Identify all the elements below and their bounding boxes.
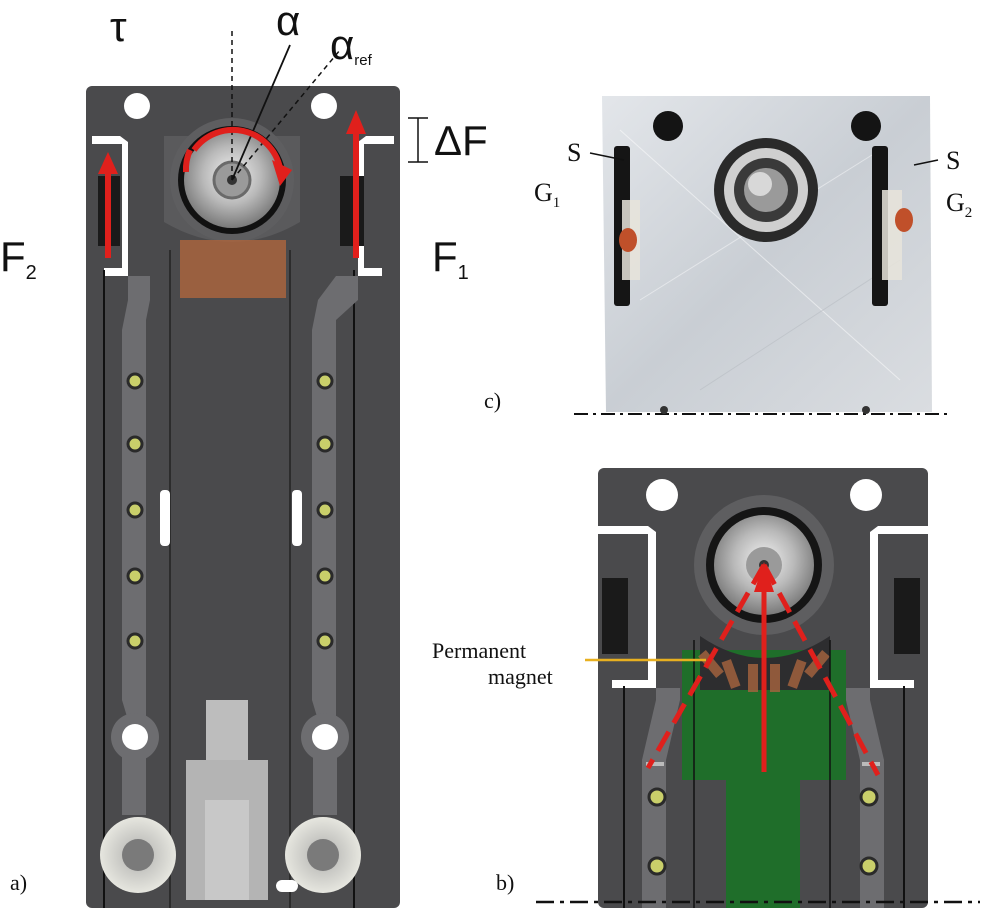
arm-hole — [312, 724, 338, 750]
panel-b-frame — [536, 468, 980, 908]
mount-hole — [851, 111, 881, 141]
screw — [126, 501, 144, 519]
gauge-2-top-label: S — [946, 146, 961, 175]
gauge-1-label: G1 — [534, 178, 561, 211]
magnet-label-line2: magnet — [488, 664, 553, 689]
arm-screws — [126, 372, 334, 650]
screw — [316, 372, 334, 390]
load-cell-1 — [894, 578, 920, 654]
magnet-label-line1: Permanent — [432, 638, 527, 663]
screw — [316, 567, 334, 585]
mount-hole — [124, 93, 150, 119]
arm-screws — [647, 787, 879, 876]
screw — [126, 372, 144, 390]
torque-label: τ — [110, 3, 127, 50]
mount-hole — [653, 111, 683, 141]
panel-b-label: b) — [496, 870, 515, 895]
panel-a-label: a) — [10, 870, 28, 895]
angle-label: α — [276, 0, 301, 44]
panel-c-photo — [574, 96, 950, 415]
arm-hole — [122, 724, 148, 750]
force-arrows — [98, 110, 366, 258]
magnet-block — [180, 240, 286, 298]
screw — [647, 856, 667, 876]
angle-lines — [231, 30, 341, 181]
screw — [859, 787, 879, 807]
screw — [647, 787, 667, 807]
screw — [126, 567, 144, 585]
screw — [126, 435, 144, 453]
flexure-arm-left — [122, 276, 150, 720]
angle-ref-label: αref — [330, 21, 372, 69]
delta-f-bracket — [408, 117, 428, 163]
strain-gauge-2 — [882, 190, 902, 280]
panel-c-label: c) — [484, 388, 502, 413]
screw — [859, 856, 879, 876]
gauge-2-label: G2 — [946, 188, 973, 221]
force-2-label: F2 — [0, 233, 37, 284]
panel-a-frame — [86, 86, 400, 908]
delta-force-label: ΔF — [434, 117, 488, 164]
mount-hole — [850, 479, 882, 511]
angle-measure-lines — [645, 562, 881, 777]
screw — [126, 632, 144, 650]
screw — [316, 501, 334, 519]
mount-hole — [646, 479, 678, 511]
screw — [316, 435, 334, 453]
pcb — [682, 650, 846, 908]
mount-hole — [311, 93, 337, 119]
screw — [316, 632, 334, 650]
gauge-1-top-label: S — [567, 138, 582, 167]
load-cell-1 — [340, 176, 364, 246]
torque-arrow — [191, 126, 283, 169]
load-cell-2 — [602, 578, 628, 654]
force-1-label: F1 — [432, 233, 469, 284]
connector — [206, 700, 248, 760]
